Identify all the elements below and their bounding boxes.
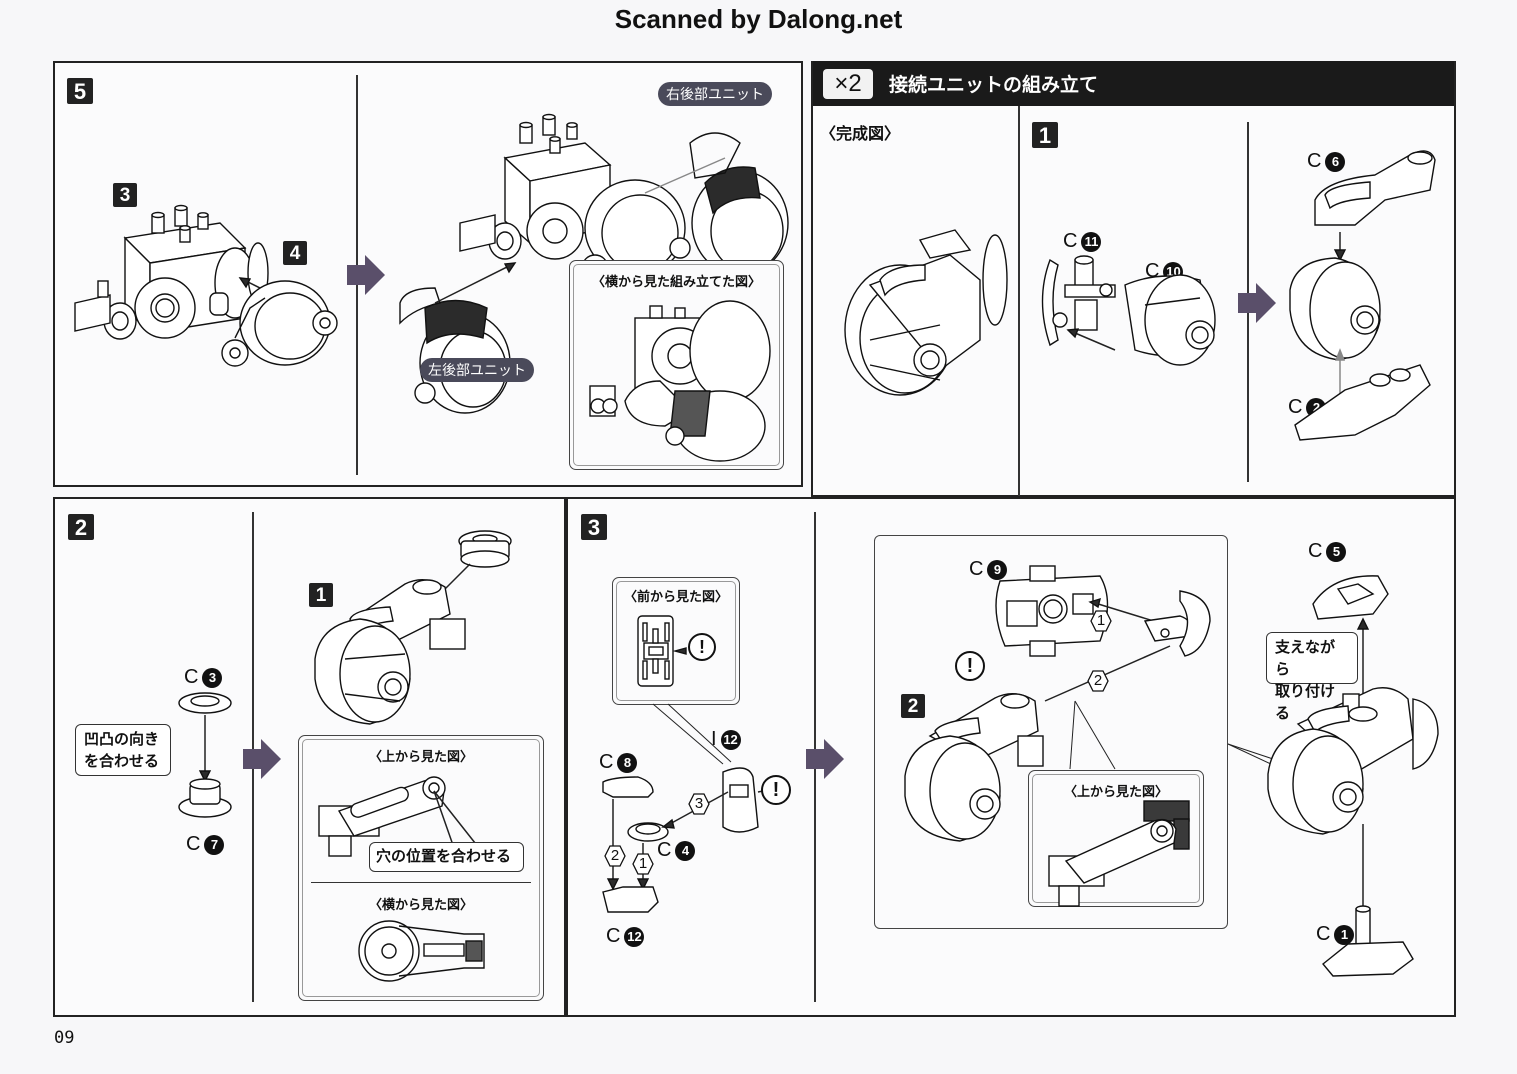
side-view-inset: 〈横から見た組み立てた図〉 [569,260,784,470]
pointer-lines [433,790,480,849]
top-view-title: 〈上から見た図〉 [1063,785,1168,800]
hold-while-attaching-callout: 支えながら 取り付ける [1266,632,1358,722]
x2-step1-number: 1 [1032,122,1058,148]
top-view-illustration [1048,800,1190,907]
subassembly-1-label: 1 [309,583,333,607]
step2-number: 2 [68,514,94,540]
watermark: Scanned by Dalong.net [614,4,903,34]
subassembly-3-label: 3 [113,183,137,207]
section-title: 接続ユニットの組み立て [889,74,1099,96]
top-view-title: 〈上から見た図〉 [368,750,473,765]
order-mark-2: 2 [1087,670,1109,692]
front-view-illustration [637,615,687,687]
final-assembly-illustration [1267,575,1439,977]
subassembly-2-label: 2 [901,694,925,718]
page-number: 09 [54,1028,75,1048]
order-mark-1: 1 [1090,610,1112,632]
multiplier-badge: ×2 [823,69,873,99]
next-arrow [243,739,281,779]
order-mark-1: 1 [632,853,654,875]
cap-part-illustration [221,280,338,367]
front-view-inset: 〈前から見た図〉 ! [612,577,740,705]
arm-unit-illustration [904,693,1044,842]
arm-unit-illustration [314,530,512,725]
step5-number: 5 [67,78,93,104]
align-notches-callout: 凹凸の向き を合わせる [75,724,171,776]
completed-unit-illustration [844,229,1008,396]
top-view-illustration [318,776,446,857]
side-view-illustration [358,920,485,982]
divider [1018,106,1020,496]
left-rear-unit-label: 左後部ユニット [420,358,534,382]
right-rear-unit-label: 右後部ユニット [658,82,772,106]
pointer-lines [1069,700,1116,770]
next-arrow [347,255,385,295]
warning-icon: ! [955,651,985,681]
divider [311,882,531,883]
step3-parts-illustration [602,767,774,913]
body-block-illustration [74,204,301,340]
step5-panel: 5 3 4 [53,61,803,487]
section-header: ×2 接続ユニットの組み立て [813,61,1454,106]
top-view-inset: 〈上から見た図〉 [1028,770,1204,907]
order-mark-2: 2 [604,845,626,867]
warning-icon: ! [761,775,791,805]
warning-icon: ! [688,633,716,661]
callout-pointer [652,703,732,765]
step3-number: 3 [581,514,607,540]
next-arrow [806,739,844,779]
step2-views-inset: 〈上から見た図〉 穴の位置を合わせる 〈横から見た図〉 [298,735,544,1001]
side-view-title: 〈横から見た組み立てた図〉 [591,275,761,290]
align-hole-callout: 穴の位置を合わせる [369,842,524,872]
side-view-illustration [589,300,771,462]
order-mark-3: 3 [688,793,710,815]
ring-parts-illustration [178,692,232,818]
c9-bracket-illustration [995,565,1211,702]
side-view-title: 〈横から見た図〉 [368,898,473,913]
subassembly-4-label: 4 [283,241,307,265]
x2-step1-assembly-illustration [1289,150,1436,441]
front-view-title: 〈前から見た図〉 [623,590,728,605]
completed-view-label: 〈完成図〉 [820,124,901,143]
next-arrow [1238,283,1276,323]
x2-step1-parts-illustration [1041,255,1216,366]
